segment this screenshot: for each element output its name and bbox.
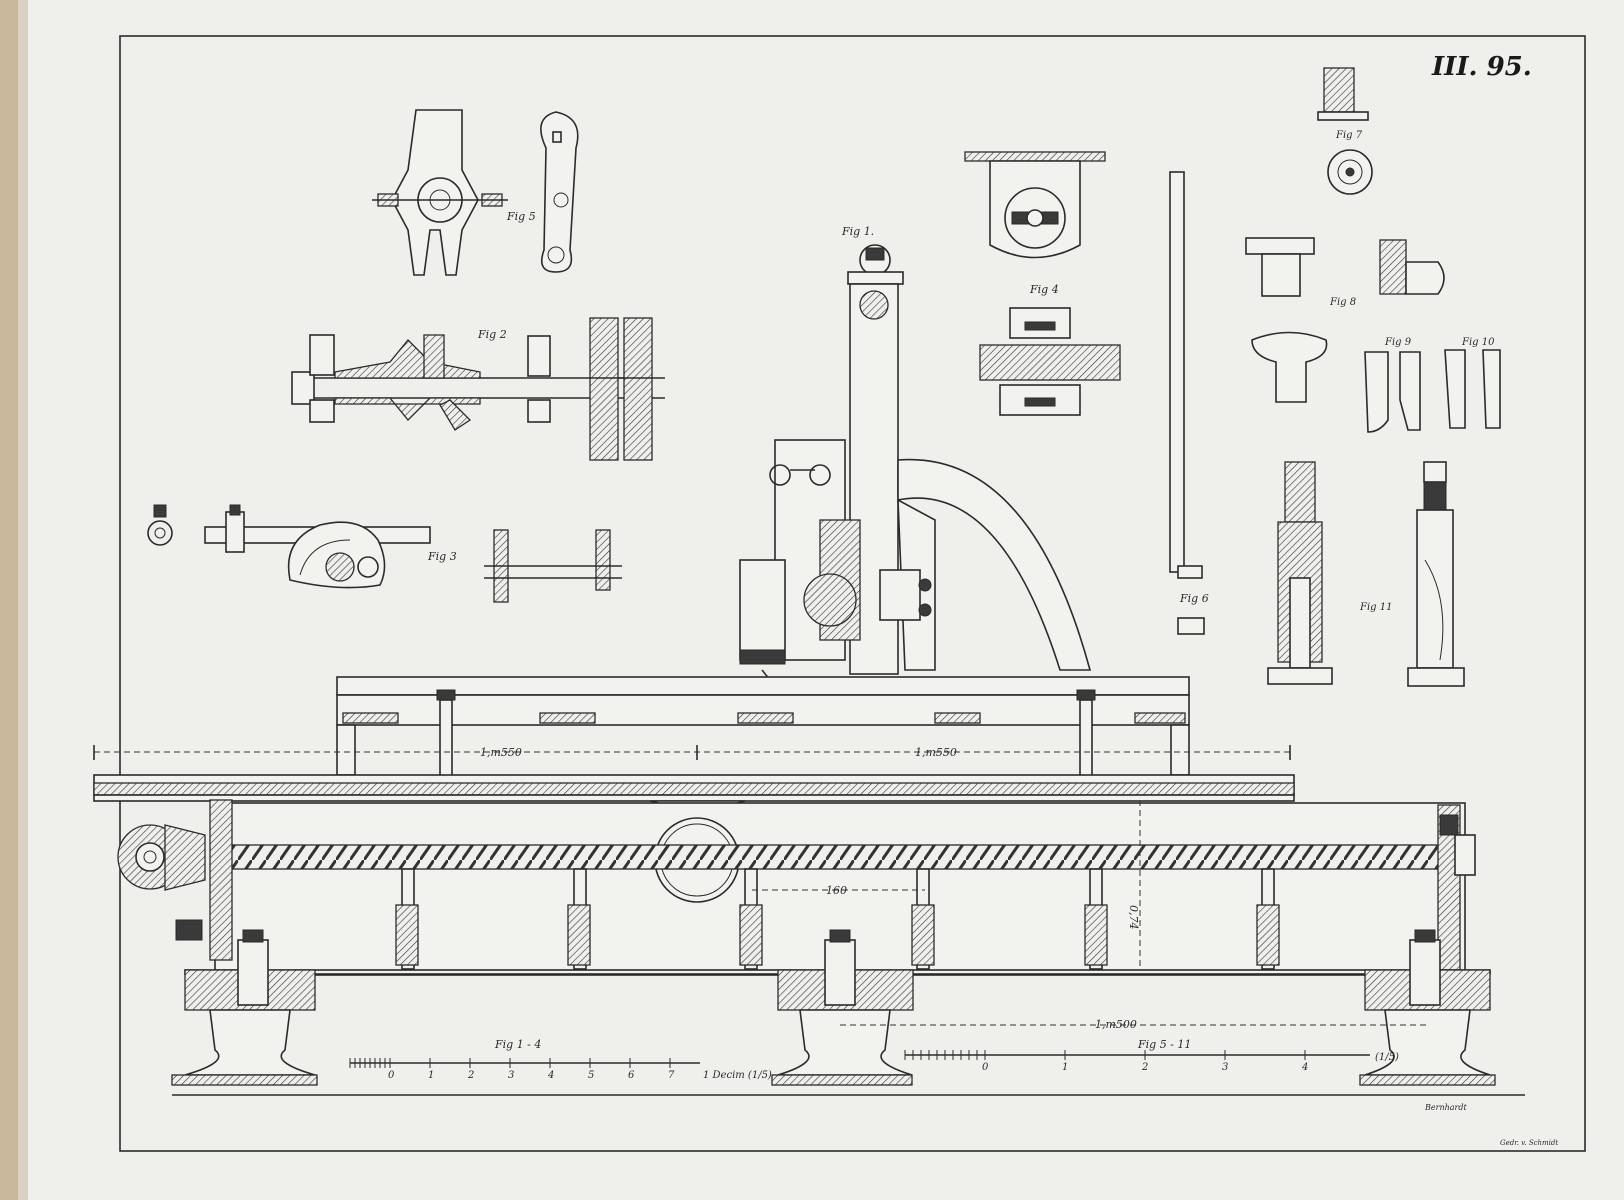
scale-right-tick-1: 1	[1062, 1062, 1068, 1073]
label-fig11: Fig 11	[1359, 602, 1392, 613]
scale-left-tick-4: 4	[547, 1070, 554, 1081]
dim-center-gap: 160	[826, 884, 847, 897]
figure-4: Fig 4	[979, 283, 1121, 416]
dim-lower-width: 1,m500	[1095, 1018, 1137, 1031]
figure-10: Fig 10	[1444, 337, 1501, 429]
label-fig4: Fig 4	[1029, 283, 1059, 296]
scale-left-tick-1: 1	[428, 1070, 434, 1081]
figure-3: Fig 3	[147, 504, 457, 589]
figure-7: Fig 7	[1317, 67, 1373, 195]
label-fig10: Fig 10	[1461, 337, 1495, 348]
figure-9: Fig 9	[1364, 337, 1421, 433]
scale-left-caption: Fig 1 - 4	[494, 1038, 541, 1051]
scale-left-tick-3: 3	[508, 1070, 514, 1081]
draughtsman-credit: Bernhardt	[1424, 1103, 1467, 1112]
scale-left-tick-7: 7	[668, 1070, 675, 1081]
figure-1: Fig 1.	[739, 225, 1092, 689]
figure-8: Fig 8	[1245, 237, 1445, 403]
label-fig6: Fig 6	[1179, 592, 1209, 605]
scale-left-tick-0: 0	[388, 1070, 395, 1081]
dim-vertical: 0,74	[1127, 905, 1140, 930]
scale-right-tick-3: 3	[1222, 1062, 1228, 1073]
scale-right-tick-0: 0	[982, 1062, 989, 1073]
leadscrew	[229, 844, 1441, 870]
figure-6: Fig 6	[1169, 171, 1209, 635]
screw-hangers	[395, 868, 1280, 970]
label-fig8: Fig 8	[1329, 297, 1356, 308]
bearing-bracket	[964, 151, 1106, 259]
label-fig3: Fig 3	[427, 550, 457, 563]
scale-right-tick-2: 2	[1141, 1062, 1148, 1073]
top-dimension-line: 1,m550 1,m550	[93, 745, 1291, 760]
figure-5: Fig 5	[372, 109, 579, 276]
figure-11: Fig 11	[1267, 461, 1465, 687]
page-shadow	[18, 0, 28, 1200]
base-rail: 1,m500	[171, 929, 1525, 1096]
scale-bar-left: Fig 1 - 4 0 1 2 3 4 5 6 7 1 Decim (1/5)	[349, 1038, 772, 1081]
scale-left-unit: 1 Decim (1/5)	[703, 1070, 772, 1081]
scale-left-tick-2: 2	[467, 1070, 474, 1081]
scale-left-tick-6: 6	[628, 1070, 635, 1081]
plate-border	[119, 35, 1586, 1152]
scale-right-tick-4: 4	[1301, 1062, 1308, 1073]
plate-number: III. 95.	[1431, 52, 1532, 82]
dim-right-width: 1,m550	[915, 746, 957, 759]
figure-2: Fig 2	[291, 317, 665, 461]
leadscrew-assembly: 160 0,74	[117, 799, 1476, 976]
label-fig2: Fig 2	[477, 328, 507, 341]
label-fig9: Fig 9	[1384, 337, 1412, 348]
axle-piece	[484, 529, 622, 603]
scale-bar-right: Fig 5 - 11 0 1 2 3 4 (1/5)	[904, 1038, 1399, 1073]
printer-credit: Gedr. v. Schmidt	[1500, 1139, 1558, 1147]
dim-left-width: 1,m550	[480, 746, 522, 759]
label-fig1: Fig 1.	[841, 225, 874, 238]
scale-right-caption: Fig 5 - 11	[1137, 1038, 1191, 1051]
label-fig5: Fig 5	[506, 210, 536, 223]
carriage	[336, 676, 1190, 781]
label-fig7: Fig 7	[1335, 130, 1363, 141]
scale-left-tick-5: 5	[588, 1070, 594, 1081]
scale-right-unit: (1/5)	[1375, 1052, 1399, 1063]
